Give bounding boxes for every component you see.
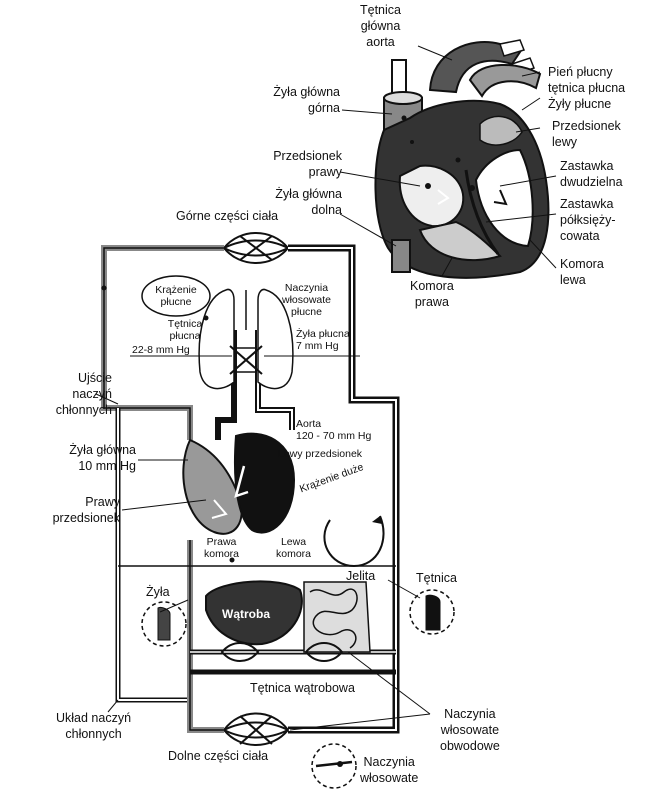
label-upper-body: Górne części ciała [176, 208, 278, 224]
label-lower-body: Dolne części ciała [168, 748, 268, 764]
label-vein: Żyła [146, 584, 170, 600]
label-liver: Wątroba [222, 606, 270, 622]
label-left-atrium-schematic: Lewy przedsionek [278, 448, 362, 460]
upper-body-capillaries [224, 233, 288, 263]
label-pulmonary-pressure: 22-8 mm Hg [132, 344, 190, 356]
lower-body-capillaries [224, 714, 288, 746]
pulmonary-trunk [470, 65, 540, 96]
label-intestines: Jelita [346, 568, 375, 584]
venous-return-lower [190, 540, 224, 730]
label-pulmonary-veins: Żyły płucne [548, 96, 611, 112]
label-artery: Tętnica [416, 570, 457, 586]
label-hepatic-artery: Tętnica wątrobowa [250, 680, 355, 696]
circulation-schematic [102, 233, 455, 788]
intestines-organ [304, 582, 370, 652]
schematic-right-heart [183, 440, 241, 534]
